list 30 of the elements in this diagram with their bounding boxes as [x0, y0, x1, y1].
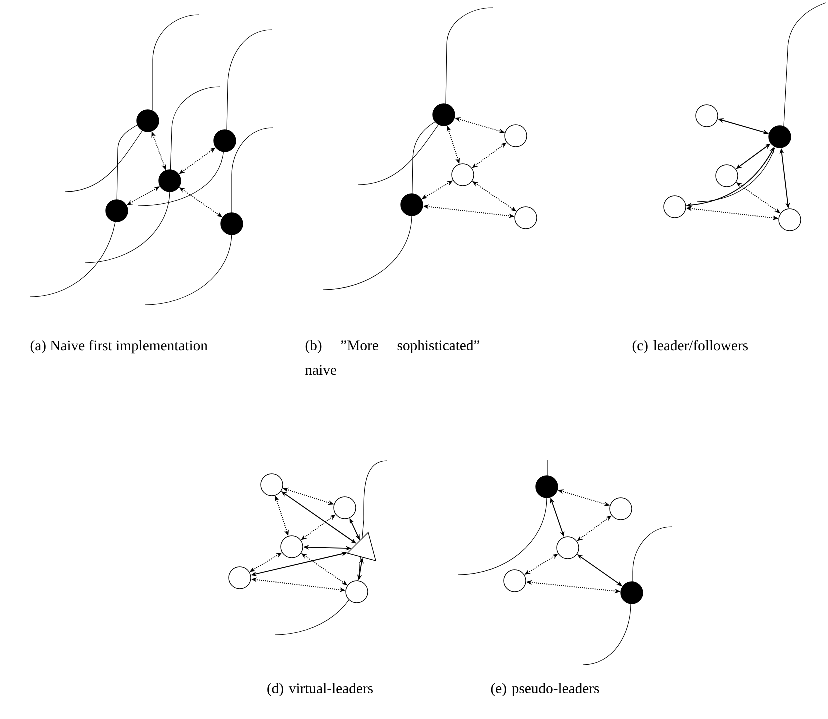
agent-circle: [334, 496, 356, 520]
agent-circle: [106, 200, 128, 222]
agent-circle: [696, 104, 718, 128]
caption: (e) pseudo-leaders: [491, 683, 600, 696]
agent-circle: [260, 474, 284, 496]
agent-circle: [432, 104, 456, 126]
agent-circle: [778, 208, 802, 232]
agent-circle: [514, 206, 538, 230]
caption: (d) virtual-leaders: [268, 683, 373, 696]
agent-circle: [716, 164, 738, 188]
caption: (b) ”More sophisticated” naive: [306, 340, 480, 376]
agent-circle: [768, 126, 792, 148]
agent-circle: [610, 498, 632, 520]
agent-circle: [400, 194, 424, 216]
caption: (a) Naive first implementation: [30, 340, 208, 354]
agent-circle: [536, 476, 558, 498]
agent-circle: [346, 580, 368, 604]
agent-circle: [158, 170, 182, 192]
agent-circle: [280, 536, 304, 558]
agent-circle: [452, 164, 474, 186]
agent-circle: [620, 582, 644, 604]
agent-circle: [556, 536, 580, 560]
agent-circle: [220, 212, 244, 236]
agent-circle: [136, 110, 160, 132]
agent-circle: [228, 566, 252, 590]
agent-circle: [504, 124, 528, 148]
agent-circle: [504, 570, 526, 592]
caption: (c) leader/followers: [632, 340, 748, 354]
agent-circle: [214, 130, 236, 152]
agent-circle: [664, 196, 686, 218]
